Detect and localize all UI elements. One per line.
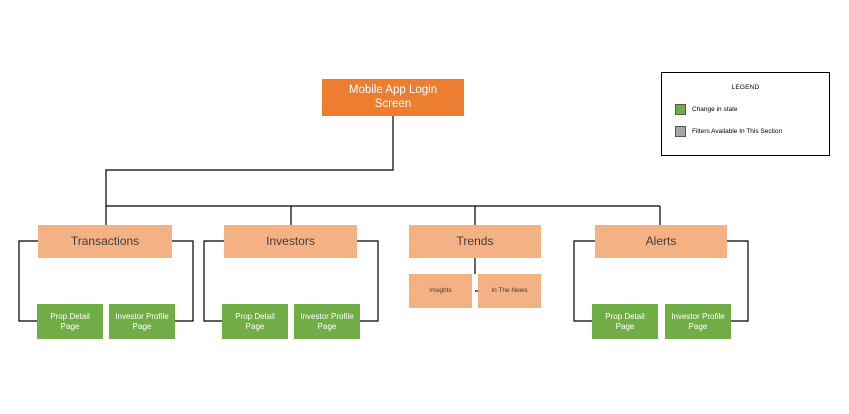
root-label: Mobile App Login Screen	[348, 84, 438, 110]
legend-label: Change in state	[692, 106, 738, 113]
legend-label: Filters Available In This Section	[692, 128, 783, 135]
leaf-label: Prop Detail Page	[235, 312, 275, 331]
section-alerts: Alerts	[595, 225, 727, 258]
trends-in-the-news: In The News	[478, 274, 541, 308]
trends-insights: Insights	[409, 274, 472, 308]
section-transactions: Transactions	[38, 225, 172, 258]
sub-label: In The News	[491, 287, 528, 295]
investors-prop-detail-page: Prop Detail Page	[222, 304, 288, 339]
alerts-prop-detail-page: Prop Detail Page	[592, 304, 658, 339]
legend: LEGEND Change in state Filters Available…	[661, 72, 830, 156]
legend-item-change-in-state: Change in state	[675, 104, 738, 115]
alerts-investor-profile-page: Investor Profile Page	[665, 304, 731, 339]
leaf-label: Prop Detail Page	[605, 312, 645, 331]
legend-item-filters: Filters Available In This Section	[675, 126, 782, 137]
legend-title: LEGEND	[731, 84, 760, 91]
legend-swatch-gray	[675, 126, 686, 137]
section-investors-label: Investors	[266, 233, 315, 248]
sub-label: Insights	[429, 287, 452, 295]
section-trends-label: Trends	[456, 233, 494, 248]
leaf-label: Investor Profile Page	[671, 312, 725, 331]
leaf-label: Investor Profile Page	[300, 312, 354, 331]
leaf-label: Prop Detail Page	[50, 312, 90, 331]
root-node: Mobile App Login Screen	[322, 79, 464, 116]
section-alerts-label: Alerts	[645, 233, 677, 248]
legend-swatch-green	[675, 104, 686, 115]
section-transactions-label: Transactions	[70, 233, 140, 248]
transactions-prop-detail-page: Prop Detail Page	[37, 304, 103, 339]
section-trends: Trends	[409, 225, 541, 258]
section-investors: Investors	[224, 225, 357, 258]
transactions-investor-profile-page: Investor Profile Page	[109, 304, 175, 339]
investors-investor-profile-page: Investor Profile Page	[294, 304, 360, 339]
leaf-label: Investor Profile Page	[115, 312, 169, 331]
